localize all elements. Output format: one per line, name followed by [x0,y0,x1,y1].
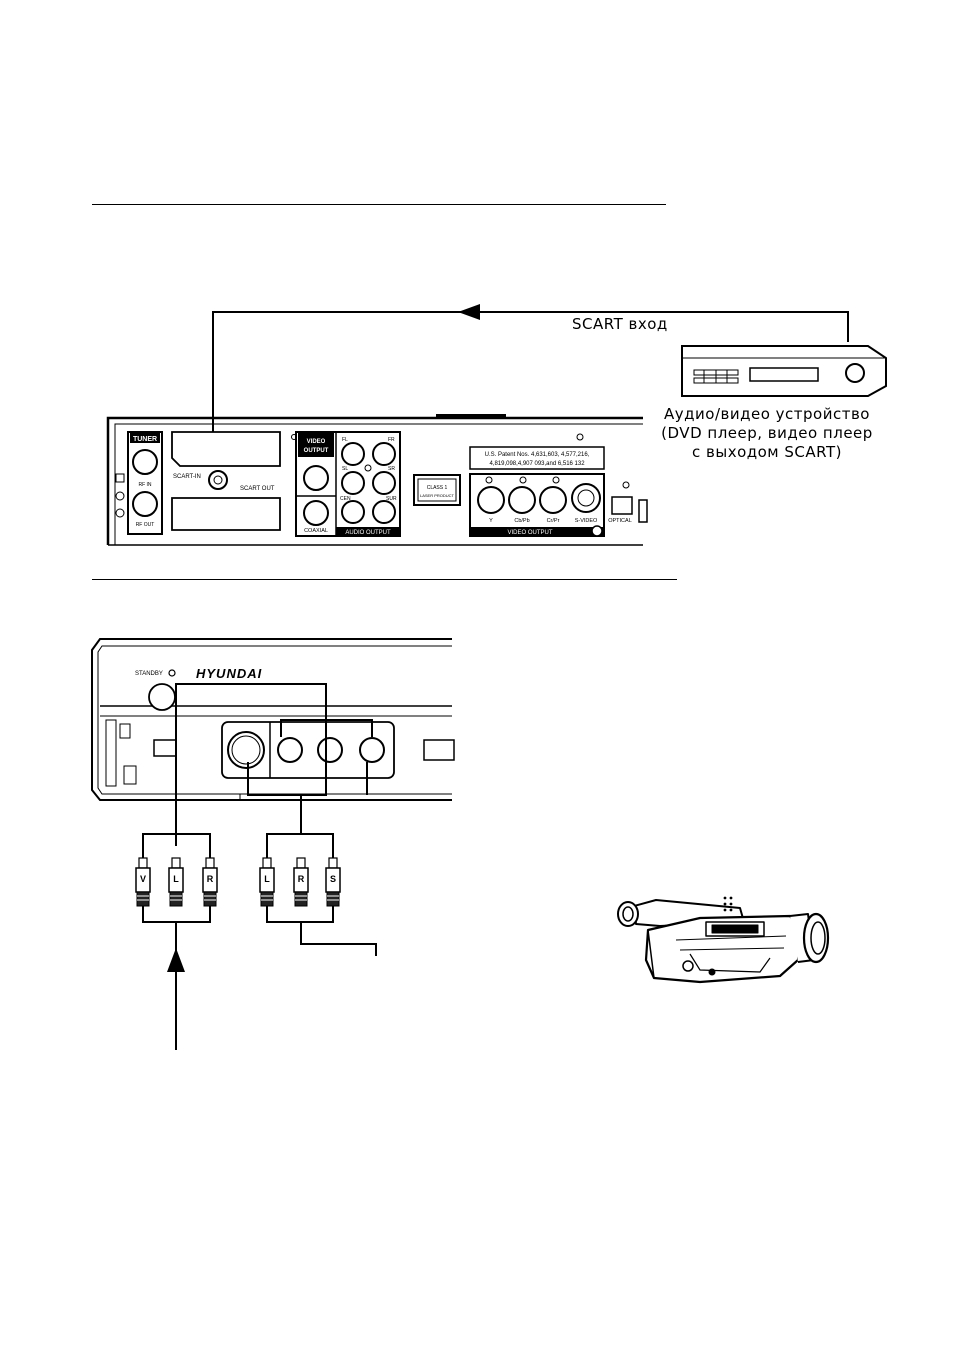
sl-label: SL [342,466,348,472]
av-device [681,345,887,397]
section-divider-top [92,204,666,205]
patent-line1: U.S. Patent Nos. 4,631,603, 4,577,216, [485,452,590,458]
s-video-label: S-VIDEO [575,518,598,524]
plug-label-r-right: R [298,874,305,884]
y-label: Y [489,518,493,524]
device-caption-line2: (DVD плеер, видео плеер [661,424,873,442]
plug-label-l-right: L [264,874,270,884]
class1-label-line2: LASER PRODUCT [420,493,455,498]
device-caption: Аудио/видео устройство (DVD плеер, видео… [652,405,882,462]
class1-label-line1: CLASS 1 [427,485,448,491]
rf-out-label: RF OUT [136,522,155,528]
standby-label: STANDBY [135,671,163,677]
video-output-label-line2: OUTPUT [304,448,329,454]
tuner-label: TUNER [133,436,157,443]
plug-label-l-left: L [173,874,179,884]
audio-output-label: AUDIO OUTPUT [345,530,391,536]
scart-connection-line [212,311,849,462]
rf-in-label: RF IN [138,482,151,488]
plug-label-s: S [330,874,336,884]
dvd-front-panel: STANDBY HYUNDAI [91,638,455,801]
power-icon [168,669,176,677]
scart-in-label: SCART-IN [173,474,201,480]
optical-label: OPTICAL [608,518,632,524]
plug-label-v: V [140,874,146,884]
camcorder-icon [617,896,830,984]
cr-pr-label: Cr/Pr [547,518,560,524]
plug-group-left: V L R [135,857,218,907]
sur-label: SUR [386,496,397,502]
signal-direction-arrow [458,304,480,320]
dvd-rear-panel: TUNER RF IN RF OUT SCART-IN SCART OUT VI… [106,414,648,546]
section-divider-middle [92,579,677,580]
fl-label: FL [342,437,348,443]
cen-label: CEN [340,496,351,502]
fr-label: FR [388,437,395,443]
plug-group-right: L R S [259,857,341,907]
scart-out-label: SCART OUT [240,486,275,492]
video-output-label-line1: VIDEO [307,439,326,445]
patent-line2: 4,819,098,4,907 093,and 6,516 132 [489,461,585,467]
front-input-arrow [167,948,185,972]
brand-logo: HYUNDAI [196,666,262,681]
device-caption-line3: с выходом SCART) [692,443,842,461]
sr-label: SR [388,466,395,472]
coaxial-label: COAXIAL [304,528,328,534]
video-output-bottom-label: VIDEO OUTPUT [507,530,552,536]
front-cable-lines [142,683,377,1050]
plug-label-r-left: R [207,874,214,884]
cb-pb-label: Cb/Pb [514,518,529,524]
device-caption-line1: Аудио/видео устройство [664,405,870,423]
scart-input-label: SCART вход [572,315,668,333]
